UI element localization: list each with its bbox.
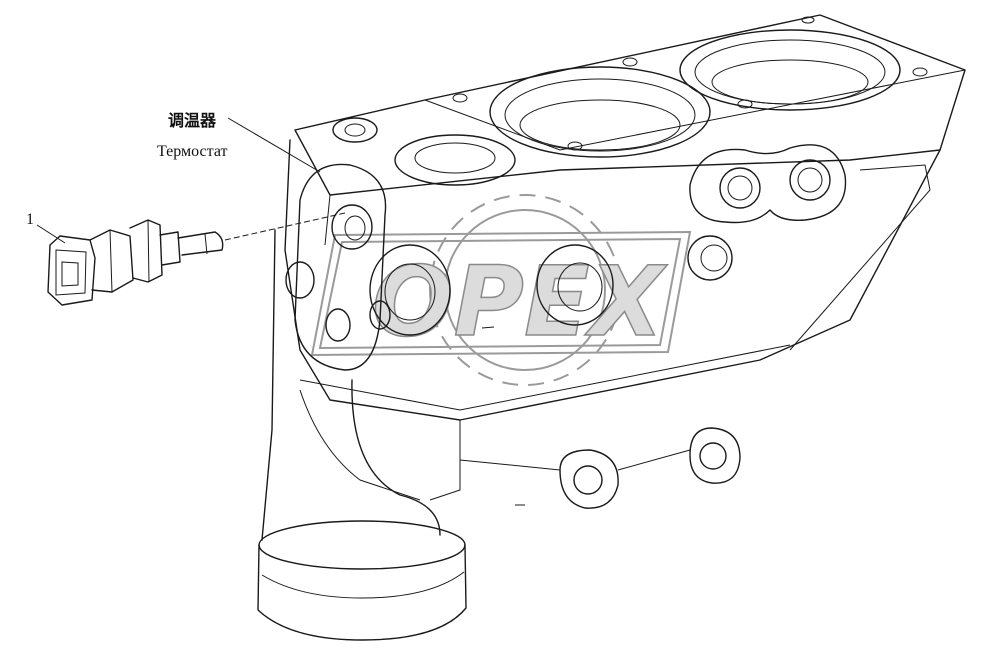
thermostat-housing	[257, 14, 966, 641]
watermark-gear	[429, 194, 621, 386]
temperature-sensor	[47, 219, 224, 306]
thermostat-leader	[227, 117, 321, 173]
callout-number-1: 1	[26, 211, 34, 228]
assembly-line	[224, 212, 346, 241]
watermark-text: OPEX	[372, 246, 668, 358]
part-name-chinese: 调温器	[168, 111, 217, 130]
part-name-russian: Термостат	[157, 143, 228, 160]
callout-1-leader	[36, 224, 66, 244]
watermark-badge	[310, 230, 692, 357]
